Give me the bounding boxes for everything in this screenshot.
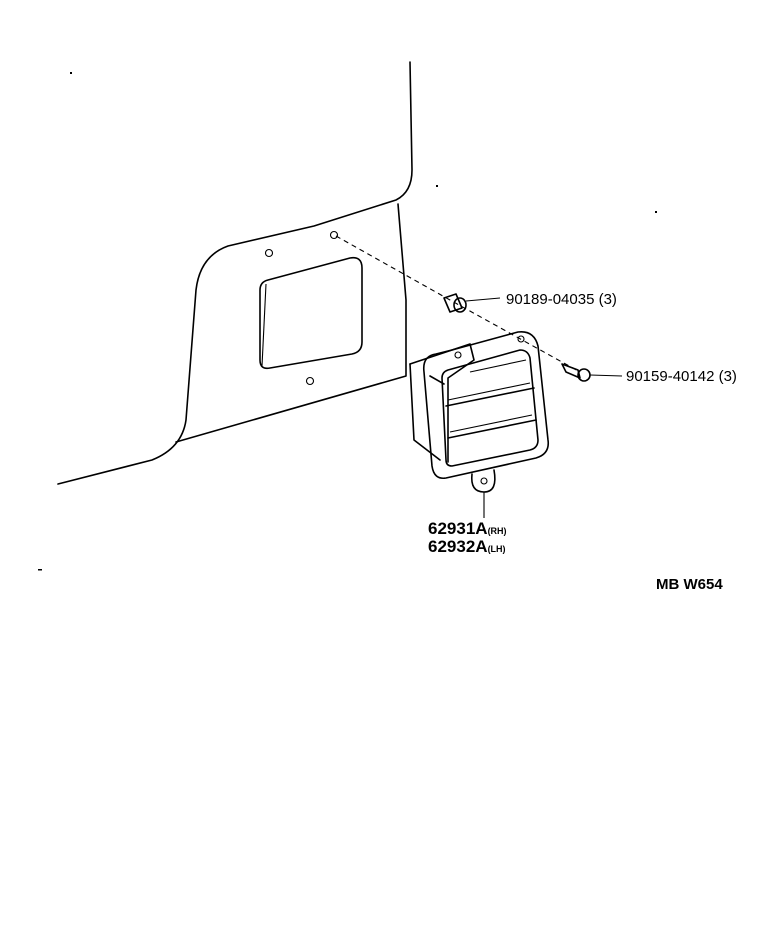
stray-mark: [70, 72, 72, 74]
mount-hole-3: [305, 376, 315, 386]
clip-icon: [443, 293, 501, 313]
vent-louver-icon: [409, 330, 550, 518]
screw-part-number: 90159-40142 (3): [626, 368, 737, 385]
stray-mark: [436, 185, 438, 187]
mount-hole-2: [329, 230, 339, 240]
body-panel: [57, 61, 413, 485]
stray-mark: [38, 569, 42, 571]
stray-mark: [655, 211, 657, 213]
alignment-line: [335, 235, 581, 373]
vent-lh-part-number: 62932A(LH): [428, 537, 506, 556]
vent-rh-part-number: 62931A(RH): [428, 519, 507, 538]
mount-hole-1: [264, 248, 274, 258]
screw-icon: [561, 363, 623, 382]
clip-part-number: 90189-04035 (3): [506, 291, 617, 308]
diagram-code: MB W654: [656, 576, 723, 593]
